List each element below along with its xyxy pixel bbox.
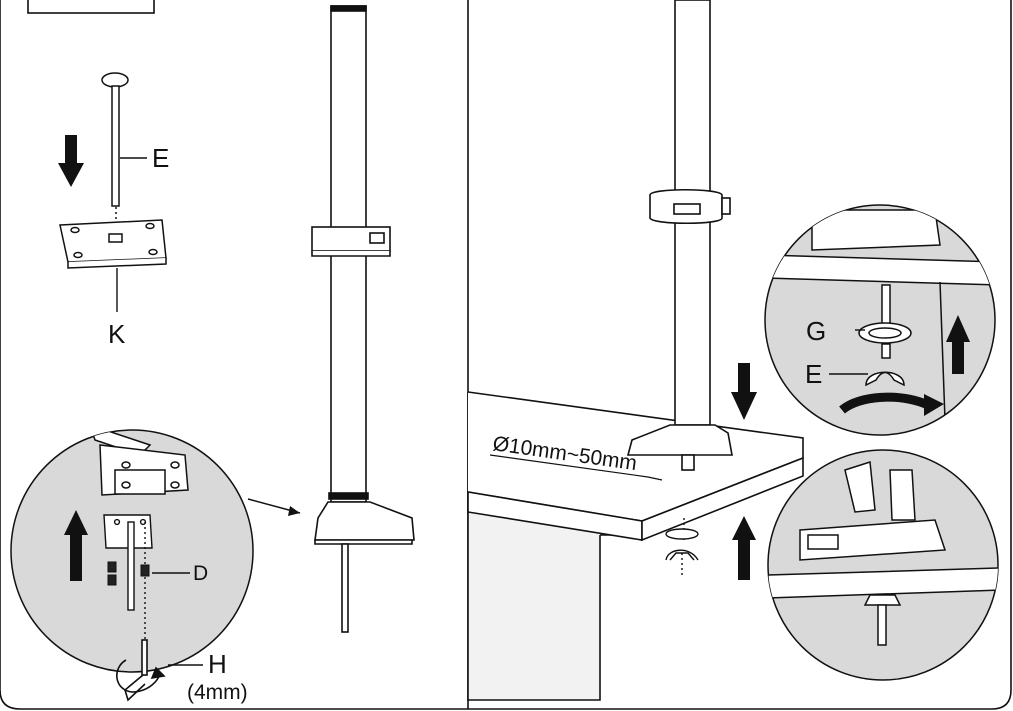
screw-d [107,561,150,586]
zoom-circle-clamp [767,449,999,681]
down-arrow-icon [58,135,84,187]
hex-key-label: H [208,649,227,679]
pin-e-label: E [152,143,169,173]
hex-key-size: (4mm) [187,681,248,704]
under-desk-hardware [665,518,699,575]
up-arrow-icon [946,315,970,374]
pointer-arrow [247,498,301,516]
base-plate-k [59,219,167,269]
up-arrow-icon [64,510,88,581]
screw-d-label: D [193,562,208,585]
pin-e [101,72,129,238]
pole-assembly-right [626,0,733,471]
up-arrow-icon [732,516,756,580]
down-arrow-icon [731,363,757,420]
grommet-label: G [806,316,826,346]
plate-k-label: K [108,319,126,349]
zoom-circle-grommet [764,204,996,436]
pin-zoom-label: E [805,359,822,389]
rotate-arrow-icon [839,392,944,416]
adapter-plate [103,514,153,640]
pole-assembly-left [311,5,415,633]
desk [467,391,804,701]
desk-thickness-dimension [489,454,663,481]
hex-key-h [116,639,166,702]
